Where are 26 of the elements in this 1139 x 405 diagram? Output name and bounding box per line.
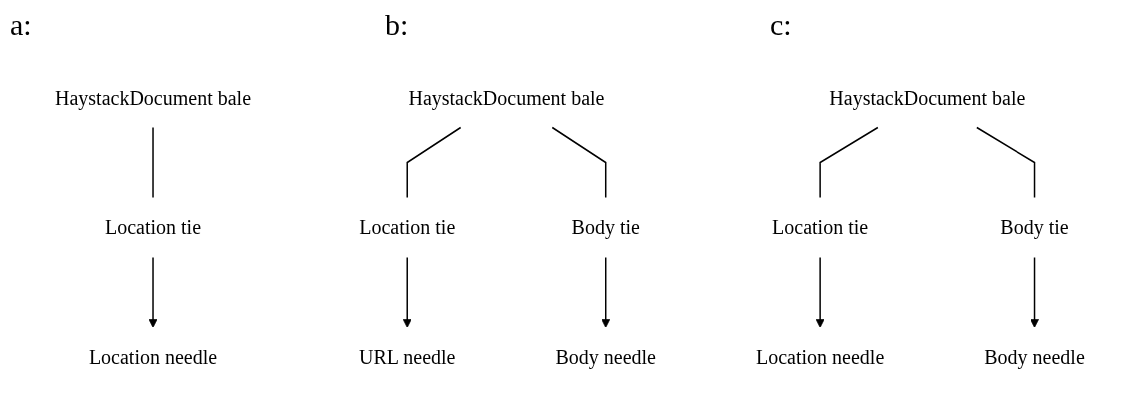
node-text: URL needle — [358, 346, 456, 369]
node-text: HaystackDocument bale — [54, 86, 251, 109]
connector — [818, 126, 879, 199]
arrow — [148, 256, 157, 328]
connector — [151, 126, 154, 199]
node-text: HaystackDocument bale — [828, 86, 1025, 109]
panel-label: a: — [10, 8, 32, 42]
node-text: Location needle — [755, 346, 884, 369]
connector — [551, 126, 607, 199]
node-text: Body tie — [571, 216, 640, 239]
node-text: Location tie — [358, 216, 455, 239]
panel-label: c: — [770, 8, 792, 42]
node-text: Location needle — [88, 346, 217, 369]
node-text: Body tie — [999, 216, 1069, 239]
arrow — [1029, 256, 1039, 328]
arrow — [815, 256, 825, 328]
node-text: Body needle — [555, 346, 656, 369]
node-text: Location tie — [771, 216, 868, 239]
panel-label: b: — [385, 8, 409, 42]
node-text: Body needle — [983, 346, 1085, 369]
node-text: HaystackDocument bale — [408, 86, 605, 109]
arrow — [600, 256, 610, 328]
arrow — [402, 256, 412, 328]
connector — [975, 126, 1035, 199]
node-text: Location tie — [104, 216, 201, 239]
connector — [406, 126, 461, 199]
